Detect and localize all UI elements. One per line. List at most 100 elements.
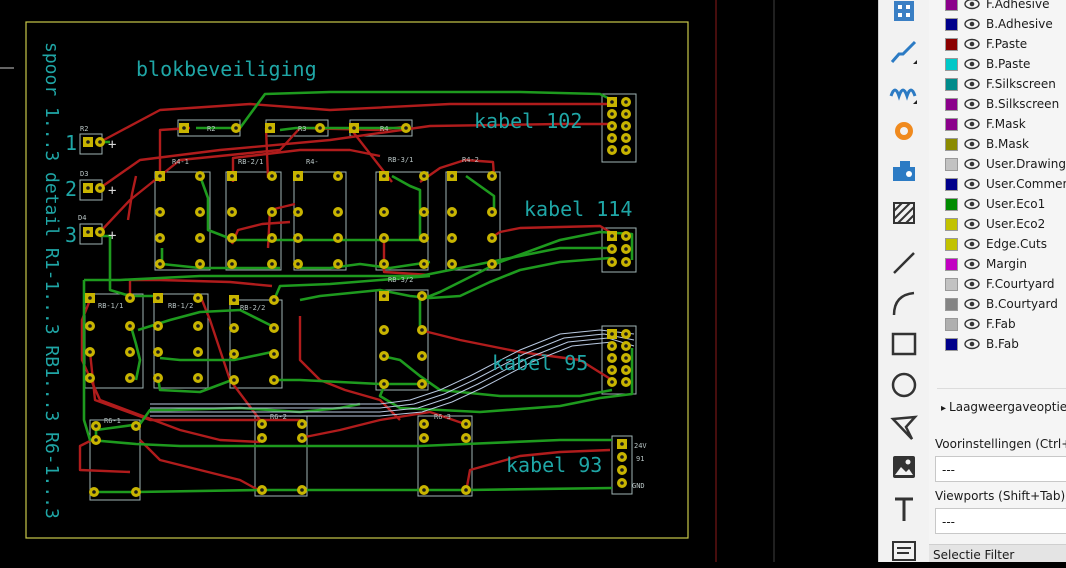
back-copper-traces (78, 102, 613, 494)
layer-color-swatch[interactable] (945, 0, 958, 11)
pad-hole (196, 376, 200, 380)
pad-hole (234, 126, 238, 130)
rectangle-icon[interactable] (887, 327, 921, 361)
layer-row[interactable]: F.Adhesive (945, 0, 1049, 14)
eye-icon[interactable] (964, 18, 980, 30)
layer-manager-icon[interactable] (887, 0, 921, 28)
layer-color-swatch[interactable] (945, 37, 958, 51)
eye-icon[interactable] (964, 298, 980, 310)
add-footprint-icon[interactable] (887, 154, 921, 188)
layer-color-swatch[interactable] (945, 257, 958, 271)
eye-icon[interactable] (964, 218, 980, 230)
layer-color-swatch[interactable] (945, 217, 958, 231)
via-icon[interactable] (887, 114, 921, 148)
layer-row[interactable]: F.Mask (945, 114, 1026, 134)
layer-row[interactable]: B.Mask (945, 134, 1029, 154)
layer-row[interactable]: User.Eco2 (945, 214, 1045, 234)
presets-dropdown[interactable]: --- (935, 456, 1066, 482)
layer-color-swatch[interactable] (945, 177, 958, 191)
ref-RB-3-1: RB-3/1 (388, 156, 413, 164)
line-icon[interactable] (887, 246, 921, 280)
pad-hole (422, 488, 426, 492)
layer-color-swatch[interactable] (945, 317, 958, 331)
layer-row[interactable]: Margin (945, 254, 1027, 274)
layer-color-swatch[interactable] (945, 97, 958, 111)
layer-row[interactable]: B.Paste (945, 54, 1030, 74)
route-diff-pair-icon[interactable] (887, 74, 921, 108)
eye-icon[interactable] (964, 118, 980, 130)
layer-name: F.Courtyard (986, 277, 1055, 291)
pad-hole (382, 174, 386, 178)
layer-row[interactable]: User.Eco1 (945, 194, 1045, 214)
layer-color-swatch[interactable] (945, 277, 958, 291)
layer-row[interactable]: B.Silkscreen (945, 94, 1059, 114)
pad-hole (610, 112, 614, 116)
eye-icon[interactable] (964, 338, 980, 350)
pad-hole (610, 136, 614, 140)
eye-icon[interactable] (964, 158, 980, 170)
arc-icon[interactable] (887, 286, 921, 320)
layer-row[interactable]: B.Fab (945, 334, 1019, 354)
pad-hole (196, 350, 200, 354)
ref-R4-2: R4-2 (462, 156, 479, 164)
layer-color-swatch[interactable] (945, 117, 958, 131)
eye-icon[interactable] (964, 278, 980, 290)
layer-name: B.Mask (986, 137, 1029, 151)
layer-row[interactable]: User.Comments (945, 174, 1066, 194)
pad-hole (422, 236, 426, 240)
pad-hole (230, 236, 234, 240)
layer-color-swatch[interactable] (945, 77, 958, 91)
display-options-toggle[interactable]: ▸Laagweergaveopties (941, 400, 1066, 414)
layer-color-swatch[interactable] (945, 137, 958, 151)
pad-hole (300, 422, 304, 426)
pad-hole (198, 210, 202, 214)
eye-icon[interactable] (964, 0, 980, 10)
eye-icon[interactable] (964, 238, 980, 250)
polygon-icon[interactable] (887, 410, 921, 444)
pad-hole (88, 350, 92, 354)
layer-color-swatch[interactable] (945, 297, 958, 311)
eye-icon[interactable] (964, 198, 980, 210)
layer-row[interactable]: F.Silkscreen (945, 74, 1056, 94)
layer-row[interactable]: B.Courtyard (945, 294, 1058, 314)
route-track-icon[interactable] (887, 34, 921, 68)
eye-icon[interactable] (964, 38, 980, 50)
eye-icon[interactable] (964, 78, 980, 90)
eye-icon[interactable] (964, 98, 980, 110)
layer-name: Margin (986, 257, 1027, 271)
layer-color-swatch[interactable] (945, 157, 958, 171)
layer-row[interactable]: Edge.Cuts (945, 234, 1047, 254)
pad-hole (88, 376, 92, 380)
pad-hole (610, 247, 614, 251)
circle-icon[interactable] (887, 368, 921, 402)
eye-icon[interactable] (964, 258, 980, 270)
layer-color-swatch[interactable] (945, 17, 958, 31)
viewports-dropdown[interactable]: --- (935, 508, 1066, 534)
layer-row[interactable]: F.Fab (945, 314, 1016, 334)
text-icon[interactable] (887, 492, 921, 526)
layer-row[interactable]: User.Drawings (945, 154, 1066, 174)
textbox-icon[interactable] (887, 534, 921, 568)
layer-row[interactable]: F.Courtyard (945, 274, 1055, 294)
eye-icon[interactable] (964, 318, 980, 330)
layer-color-swatch[interactable] (945, 337, 958, 351)
plus-sign-2: + (108, 183, 116, 199)
eye-icon[interactable] (964, 178, 980, 190)
eye-icon[interactable] (964, 58, 980, 70)
eye-icon[interactable] (964, 138, 980, 150)
pad-hole (232, 298, 236, 302)
layer-row[interactable]: B.Adhesive (945, 14, 1053, 34)
pad-hole (300, 488, 304, 492)
layer-color-swatch[interactable] (945, 237, 958, 251)
pcb-canvas[interactable]: blokbeveiliging spoor 1...3 detail R1-1.… (0, 0, 878, 562)
layer-row[interactable]: F.Paste (945, 34, 1027, 54)
pad-hole (610, 380, 614, 384)
selection-filter-header[interactable]: Selectie Filter (929, 544, 1066, 562)
vertical-label: spoor 1...3 detail R1-1...3 RB1...3 R6-1… (41, 42, 62, 519)
image-icon[interactable] (887, 450, 921, 484)
layer-color-swatch[interactable] (945, 197, 958, 211)
zone-icon[interactable] (887, 196, 921, 230)
layer-color-swatch[interactable] (945, 57, 958, 71)
ref-RB-2-1: RB-2/1 (238, 158, 263, 166)
pad-hole (624, 100, 628, 104)
